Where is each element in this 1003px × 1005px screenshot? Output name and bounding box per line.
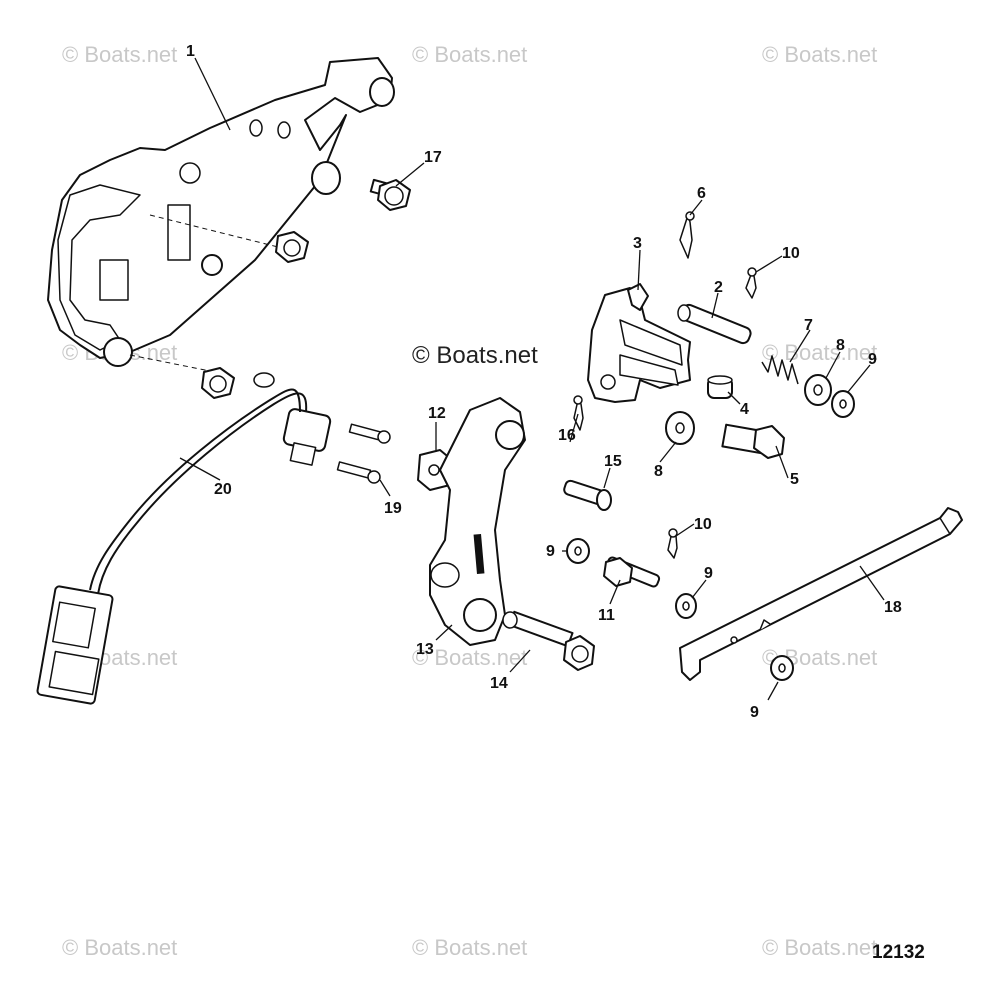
watermark: © Boats.net — [762, 935, 878, 960]
callout-9: 9 — [704, 565, 713, 582]
diagram-id: 12132 — [872, 942, 925, 963]
watermark: © Boats.net — [62, 42, 178, 67]
callout-12: 12 — [428, 405, 446, 422]
part-8-washer — [804, 374, 832, 406]
callout-2: 2 — [714, 279, 723, 296]
callout-7: 7 — [804, 317, 813, 334]
part-2-pin — [677, 303, 752, 345]
part-6-cotter-pin — [679, 211, 695, 259]
watermark: © Boats.net — [412, 645, 528, 670]
part-9-washer — [566, 538, 590, 564]
part-8-washer — [665, 411, 695, 445]
callout-18: 18 — [884, 599, 902, 616]
leader-lines — [179, 57, 885, 701]
callout-4: 4 — [740, 401, 749, 418]
callout-6: 6 — [697, 185, 706, 202]
part-20-switch-harness — [36, 388, 332, 705]
watermark: © Boats.net — [412, 42, 528, 67]
callout-9: 9 — [868, 351, 877, 368]
part-19-screws — [336, 423, 391, 484]
part-1-bracket — [47, 57, 395, 367]
clip — [253, 372, 275, 388]
part-9-washer — [831, 390, 855, 418]
part-18-rod — [679, 507, 963, 681]
part-15-pin — [563, 479, 612, 511]
callout-19: 19 — [384, 500, 402, 517]
part-12-plate — [417, 449, 453, 491]
watermark: © Boats.net — [62, 935, 178, 960]
part-7-spring — [761, 355, 799, 385]
callout-10: 10 — [782, 245, 800, 262]
part-11-stud — [603, 556, 661, 588]
part-9-washer — [675, 593, 697, 619]
callout-5: 5 — [790, 471, 799, 488]
callout-9: 9 — [546, 543, 555, 560]
callout-16: 16 — [558, 427, 576, 444]
callout-13: 13 — [416, 641, 434, 658]
callout-8: 8 — [654, 463, 663, 480]
part-13-lever — [429, 397, 526, 646]
part-16-cotter-pin — [573, 395, 584, 431]
part-17-bolt — [369, 178, 411, 211]
part-5-bolt — [721, 423, 785, 459]
part-3-cam — [587, 283, 691, 403]
bolt — [201, 367, 235, 399]
callout-8: 8 — [836, 337, 845, 354]
watermark: © Boats.net — [762, 42, 878, 67]
part-10-clip — [667, 528, 678, 559]
callout-1: 1 — [186, 43, 195, 60]
part-10-clip — [745, 267, 757, 299]
callout-20: 20 — [214, 481, 232, 498]
part-14-bolt — [502, 610, 595, 671]
callout-14: 14 — [490, 675, 508, 692]
center-watermark: © Boats.net — [412, 342, 538, 369]
callout-17: 17 — [424, 149, 442, 166]
part-9-washer — [770, 655, 794, 681]
callout-11: 11 — [598, 607, 615, 624]
callout-10: 10 — [694, 516, 712, 533]
part-4-bushing — [707, 375, 733, 399]
bolt — [275, 231, 309, 263]
watermark: © Boats.net — [412, 935, 528, 960]
callout-9: 9 — [750, 704, 759, 721]
callout-3: 3 — [633, 235, 642, 252]
callout-15: 15 — [604, 453, 622, 470]
